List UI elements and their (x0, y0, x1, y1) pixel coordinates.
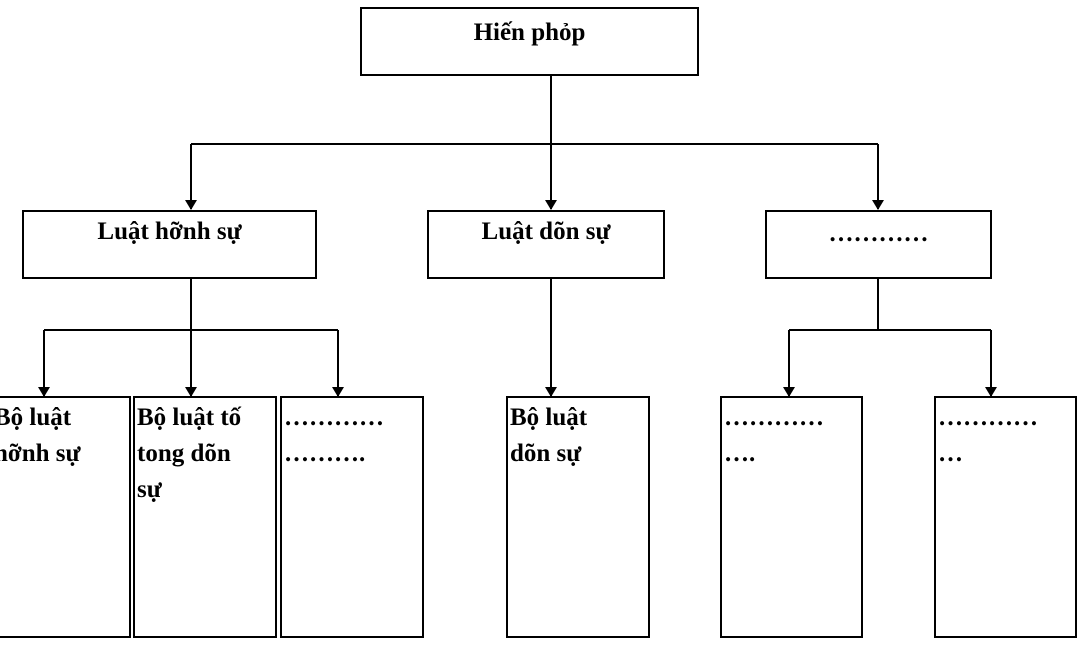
branch-label: ………… (828, 220, 929, 247)
leaf-node-placeholder-3: ………… … (934, 396, 1077, 638)
leaf-label: Bộ luật tố tong dõn sự (137, 404, 242, 503)
root-node: Hiến phỏp (360, 7, 699, 76)
leaf-node-bo-luat-hinh-su: Bộ luật hỡnh sự (0, 396, 131, 638)
leaf-node-bo-luat-to-tung-dan-su: Bộ luật tố tong dõn sự (133, 396, 277, 638)
leaf-node-bo-luat-dan-su: Bộ luật dõn sự (506, 396, 650, 638)
branch-label: Luật dõn sự (481, 218, 611, 245)
leaf-label: ………… … (938, 404, 1038, 467)
leaf-label: ………… ………. (284, 404, 384, 467)
leaf-node-placeholder-2: ………… …. (720, 396, 863, 638)
branch-node-luat-hinh-su: Luật hỡnh sự (22, 210, 317, 279)
branch-node-luat-dan-su: Luật dõn sự (427, 210, 665, 279)
leaf-label: Bộ luật hỡnh sự (0, 404, 81, 467)
branch-label: Luật hỡnh sự (97, 218, 242, 245)
branch-node-placeholder: ………… (765, 210, 992, 279)
root-label: Hiến phỏp (473, 19, 586, 46)
leaf-label: Bộ luật dõn sự (510, 404, 588, 467)
leaf-node-placeholder-1: ………… ………. (280, 396, 424, 638)
leaf-label: ………… …. (724, 404, 824, 467)
